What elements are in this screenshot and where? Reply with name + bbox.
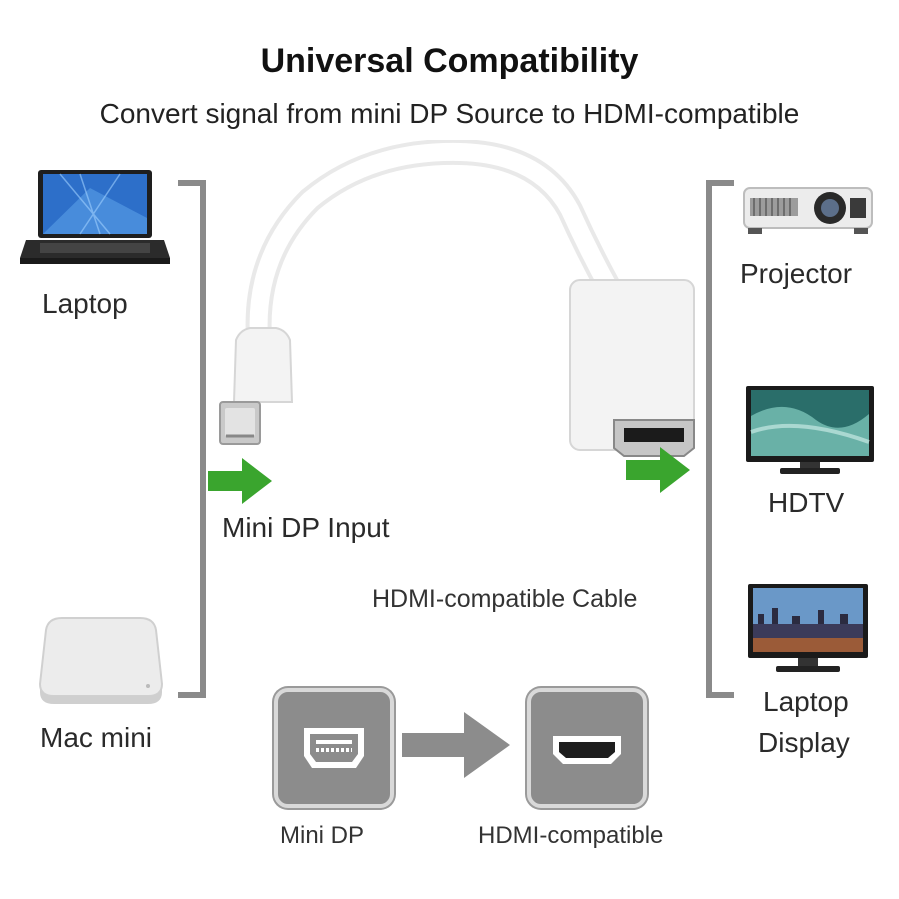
cable-image xyxy=(200,140,720,460)
page-title: Universal Compatibility xyxy=(260,42,639,80)
projector-label: Projector xyxy=(740,258,853,289)
mac-mini-icon xyxy=(36,612,166,708)
output-bracket xyxy=(706,180,734,698)
mac-mini-label: Mac mini xyxy=(40,722,153,753)
laptop-display-label-line2: Display xyxy=(758,727,850,758)
mini-dp-input-label: Mini DP Input xyxy=(222,512,390,543)
laptop-display-label-line1: Laptop xyxy=(763,686,849,717)
mini-dp-port-box xyxy=(274,688,394,808)
mini-dp-label: Mini DP xyxy=(280,822,365,849)
hdtv-icon xyxy=(746,386,874,476)
hdmi-port-box xyxy=(527,688,647,808)
input-arrow-icon xyxy=(208,458,274,504)
laptop-label: Laptop xyxy=(42,288,128,319)
output-arrow-icon xyxy=(626,447,692,493)
hdtv-label: HDTV xyxy=(768,487,845,518)
conversion-arrow-icon xyxy=(402,712,512,778)
laptop-display-icon xyxy=(748,584,868,676)
mini-dp-port-icon xyxy=(304,728,364,768)
hdmi-compatible-label: HDMI-compatible xyxy=(478,822,664,849)
source-bracket xyxy=(178,180,206,698)
projector-icon xyxy=(740,182,876,238)
laptop-icon xyxy=(20,168,170,268)
hdmi-port-icon xyxy=(553,736,621,764)
page-subtitle: Convert signal from mini DP Source to HD… xyxy=(99,98,800,129)
cable-label: HDMI-compatible Cable xyxy=(372,585,638,613)
